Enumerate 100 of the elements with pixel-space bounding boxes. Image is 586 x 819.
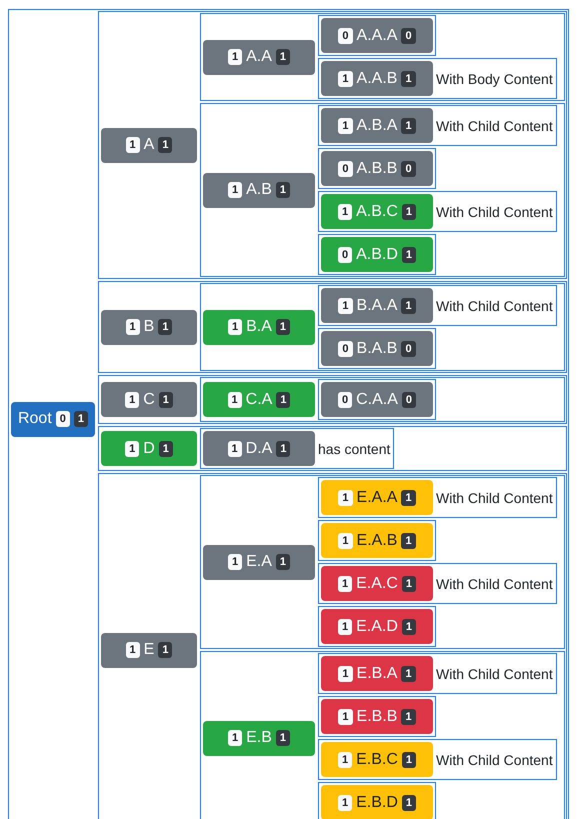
count-badge: 1 — [338, 576, 352, 592]
count-badge: 1 — [276, 730, 290, 746]
count-badge: 1 — [228, 440, 242, 456]
tree-item-frame — [98, 281, 567, 373]
content-text: With Child Content — [435, 298, 554, 314]
count-badge: 1 — [338, 666, 353, 682]
tree-node-button — [101, 632, 197, 668]
button-label: E.B.C — [356, 750, 398, 768]
count-badge: 1 — [401, 118, 416, 134]
button-label: E.B — [246, 729, 272, 747]
tree-item-frame — [318, 285, 557, 326]
tree-node-button — [321, 480, 433, 515]
tree-item-frame — [318, 563, 557, 604]
content-text: With Child Content — [435, 490, 554, 506]
count-badge: 1 — [402, 204, 416, 220]
tree-node-button — [203, 431, 315, 466]
button-label: D.A — [246, 440, 272, 458]
button-label: E.B.A — [356, 664, 398, 682]
count-badge: 1 — [402, 246, 416, 262]
button-label: D — [143, 440, 155, 458]
count-badge: 1 — [401, 490, 416, 506]
button-label: E.A.A — [356, 488, 398, 506]
count-badge: 1 — [402, 752, 416, 768]
button-label: E.B.D — [356, 794, 398, 812]
button-label: E — [144, 641, 154, 659]
count-badge: 1 — [338, 708, 353, 724]
count-badge: 1 — [158, 392, 173, 408]
count-badge: 1 — [338, 70, 353, 86]
tree-item-frame — [98, 375, 567, 424]
button-label: A.B — [246, 181, 272, 199]
tree-node-button — [321, 742, 433, 777]
tree-item-frame — [200, 377, 565, 422]
tree-item-frame — [98, 426, 567, 471]
tree-node-button — [203, 40, 315, 74]
tree-node-button — [321, 656, 433, 691]
tree-node-button — [101, 310, 197, 344]
button-label: E.A — [246, 553, 272, 571]
button-label: C.A — [246, 390, 272, 408]
count-badge: 1 — [276, 440, 290, 456]
tree-node-button — [321, 194, 433, 229]
content-text: With Child Content — [435, 666, 554, 682]
tree-item-frame — [8, 9, 569, 819]
tree-node-button — [203, 382, 315, 417]
count-badge: 1 — [125, 392, 140, 408]
tree-node-button — [321, 288, 433, 323]
count-badge: 1 — [228, 392, 242, 408]
count-badge: 1 — [276, 392, 290, 408]
count-badge: 1 — [401, 708, 416, 724]
count-badge: 1 — [338, 752, 352, 768]
count-badge: 0 — [401, 160, 416, 176]
tree-item-frame — [318, 58, 557, 99]
count-badge: 1 — [126, 137, 140, 153]
button-label: B.A.A — [356, 296, 398, 314]
button-label: A.B.B — [356, 160, 398, 178]
count-badge: 1 — [126, 642, 140, 658]
content-text: With Child Content — [435, 752, 554, 768]
count-badge: 1 — [276, 182, 290, 198]
button-label: A.A.A — [356, 26, 398, 44]
tree-item-frame — [318, 105, 557, 146]
button-label: A.A — [246, 48, 272, 66]
button-label: B — [144, 318, 154, 336]
count-badge: 1 — [338, 794, 352, 810]
tree-item-frame — [200, 13, 565, 101]
content-text: With Body Content — [435, 70, 554, 86]
count-badge: 1 — [158, 440, 173, 456]
tree-node-button — [321, 108, 433, 143]
count-badge: 0 — [402, 392, 416, 408]
count-badge: 0 — [338, 392, 352, 408]
count-badge: 1 — [228, 182, 242, 198]
count-badge: 1 — [338, 618, 352, 634]
content-text: With Child Content — [435, 576, 554, 592]
tree-item-frame — [318, 739, 557, 780]
count-badge: 0 — [338, 340, 353, 356]
button-label: A.B.D — [356, 246, 398, 264]
count-badge: 1 — [338, 532, 353, 548]
content-text: has content — [317, 440, 392, 456]
count-badge: 1 — [401, 532, 416, 548]
count-badge: 1 — [158, 642, 172, 658]
button-label: C — [143, 390, 155, 408]
count-badge: 1 — [338, 204, 352, 220]
button-label: E.A.B — [356, 532, 398, 550]
count-badge: 0 — [401, 28, 416, 44]
tree-item-frame — [200, 651, 565, 819]
button-label: Root — [18, 410, 52, 428]
content-text: With Child Content — [435, 204, 554, 220]
count-badge: 0 — [338, 28, 353, 44]
count-badge: 1 — [401, 666, 416, 682]
tree-item-frame — [200, 283, 565, 371]
count-badge: 1 — [401, 70, 416, 86]
count-badge: 1 — [276, 49, 290, 65]
button-label: E.A.D — [356, 618, 398, 636]
count-badge: 1 — [228, 730, 242, 746]
count-badge: 0 — [401, 340, 416, 356]
button-label: C.A.A — [356, 390, 398, 408]
tree-item-frame — [200, 475, 565, 649]
count-badge: 0 — [338, 246, 352, 262]
tree-node-button — [101, 431, 197, 466]
tree-item-frame — [200, 103, 565, 277]
count-badge: 1 — [276, 319, 290, 335]
tree-item-frame — [318, 477, 557, 518]
